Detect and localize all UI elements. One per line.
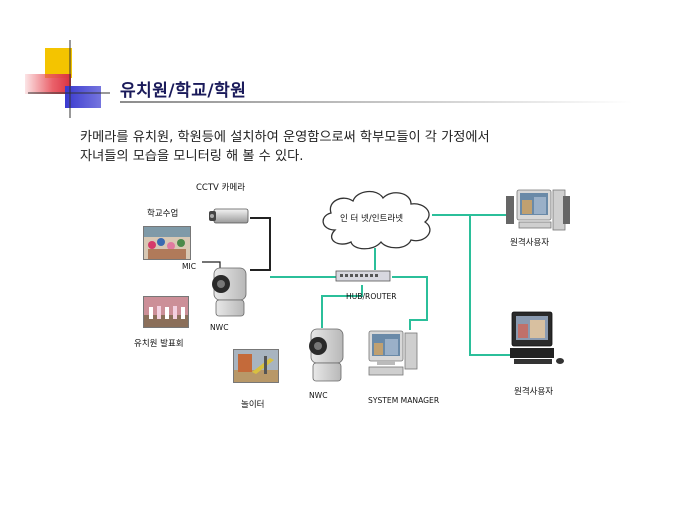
playground-photo xyxy=(233,349,279,383)
remote-user-top-pc-icon xyxy=(505,188,571,232)
recital-label: 유치원 발표회 xyxy=(134,339,184,349)
nwc-left-camera-icon xyxy=(206,266,250,318)
description-line-2: 자녀들의 모습을 모니터링 해 볼 수 있다. xyxy=(80,149,304,164)
mic-label: MIC xyxy=(182,262,197,271)
link-nwc-center-hub xyxy=(321,285,363,328)
mic-cable xyxy=(202,261,221,270)
class-photo xyxy=(143,226,191,260)
cctv-label: CCTV 카메라 xyxy=(196,183,246,193)
remote-user-bottom-pc-icon xyxy=(508,310,568,366)
link-hub-system-manager xyxy=(392,276,428,330)
cctv-camera-icon xyxy=(208,206,252,226)
remote-user-top-label: 원격사용자 xyxy=(510,238,550,248)
hub-router-icon xyxy=(335,268,391,284)
system-manager-label: SYSTEM MANAGER xyxy=(368,396,440,405)
nwc-center-camera-icon xyxy=(303,327,347,383)
description-line-1: 카메라를 유치원, 학원등에 설치하여 운영함으로써 학부모들이 각 가정에서 xyxy=(80,130,490,145)
title-underline xyxy=(120,101,632,103)
nwc-center-label: NWC xyxy=(309,391,328,400)
playground-label: 놀이터 xyxy=(241,400,265,410)
nwc-left-label: NWC xyxy=(210,323,229,332)
class-label: 학교수업 xyxy=(147,209,179,219)
remote-user-bottom-label: 원격사용자 xyxy=(514,387,554,397)
corner-decoration xyxy=(0,0,110,130)
internet-label: 인 터 넷/인트라넷 xyxy=(340,214,404,224)
system-manager-pc-icon xyxy=(367,329,419,383)
internet-cloud xyxy=(315,186,440,254)
slide-description: 카메라를 유치원, 학원등에 설치하여 운영함으로써 학부모들이 각 가정에서 … xyxy=(80,128,640,166)
cctv-cable xyxy=(250,217,271,271)
recital-photo xyxy=(143,296,189,328)
hub-label: HUB/ROUTER xyxy=(346,292,397,301)
link-cloud-remote-top xyxy=(432,214,512,356)
slide-title: 유치원/학교/학원 xyxy=(120,81,247,101)
